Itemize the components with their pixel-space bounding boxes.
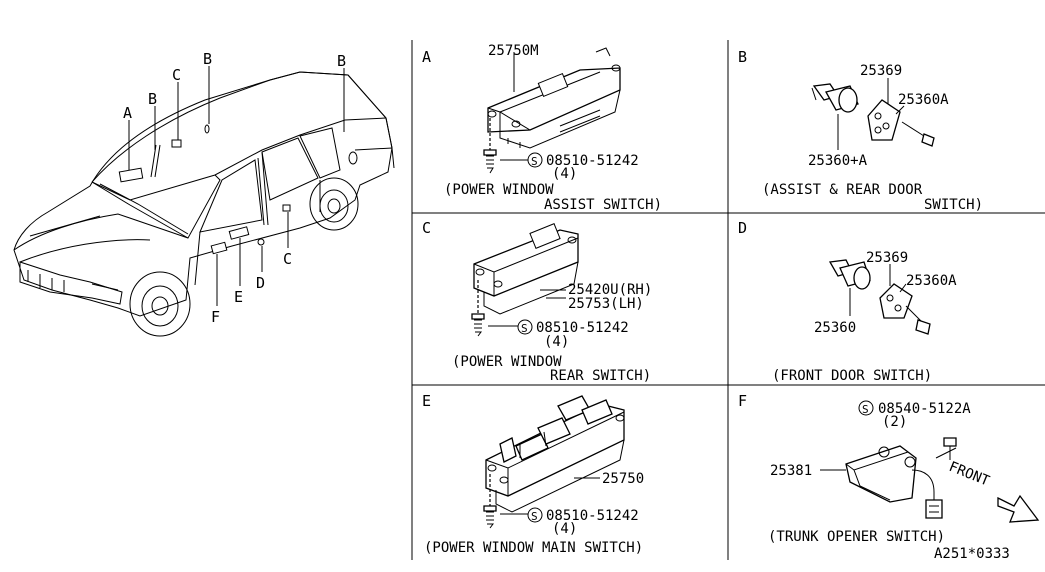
callout-b-right: B — [337, 52, 346, 70]
callout-a: A — [123, 104, 132, 122]
callout-f: F — [211, 308, 220, 326]
part-number-25360a-b: 25360A — [898, 92, 949, 108]
part-number-25753: 25753(LH) — [568, 296, 644, 312]
panel-letter-c: C — [422, 219, 431, 237]
screw-part-f: 08540-5122A — [878, 401, 971, 417]
part-number-25369-d: 25369 — [866, 250, 908, 266]
diagram-code: A251*0333 — [934, 546, 1010, 562]
callout-d: D — [256, 274, 265, 292]
panel-letter-e: E — [422, 392, 431, 410]
screw-qty-f: (2) — [882, 414, 907, 430]
panel-letter-d: D — [738, 219, 747, 237]
screw-qty-c: (4) — [544, 334, 569, 350]
panel-letter-f: F — [738, 392, 747, 410]
caption-b-line1: (ASSIST & REAR DOOR — [762, 182, 923, 198]
caption-e: (POWER WINDOW MAIN SWITCH) — [424, 540, 643, 556]
part-number-25420u: 25420U(RH) — [568, 282, 652, 298]
panel-e: E 25750 S 08510-51242 (4) (POWER WINDOW … — [422, 392, 644, 556]
part-number-25360-d: 25360 — [814, 320, 856, 336]
callout-b-top: B — [203, 50, 212, 68]
panel-b: B 25369 25360A 25360+A (ASSIST & REAR DO… — [738, 48, 983, 213]
callout-c-side: C — [283, 250, 292, 268]
caption-a-line1: (POWER WINDOW — [444, 182, 554, 198]
panel-f: F S 08540-5122A (2) 25381 FRONT (TRUNK O… — [738, 392, 1040, 562]
car-illustration: A B B C C D E F B — [13, 50, 395, 337]
s-symbol-e: S — [531, 510, 538, 523]
callout-e: E — [234, 288, 243, 306]
part-number-25369-b: 25369 — [860, 63, 902, 79]
caption-c-line2: REAR SWITCH) — [550, 368, 651, 384]
screw-qty-a: (4) — [552, 166, 577, 182]
screw-part-a: 08510-51242 — [546, 153, 639, 169]
caption-c-line1: (POWER WINDOW — [452, 354, 562, 370]
caption-a-line2: ASSIST SWITCH) — [544, 197, 662, 213]
front-label: FRONT — [947, 459, 993, 490]
part-number-25381: 25381 — [770, 463, 812, 479]
part-number-25750m: 25750M — [488, 43, 539, 59]
panel-letter-b: B — [738, 48, 747, 66]
s-symbol-f: S — [862, 403, 869, 416]
part-number-25360a-d: 25360A — [906, 273, 957, 289]
screw-part-e: 08510-51242 — [546, 508, 639, 524]
caption-f: (TRUNK OPENER SWITCH) — [768, 529, 945, 545]
screw-qty-e: (4) — [552, 521, 577, 537]
part-number-25360plusa: 25360+A — [808, 153, 868, 169]
screw-part-c: 08510-51242 — [536, 320, 629, 336]
part-number-25750: 25750 — [602, 471, 644, 487]
callout-c-top: C — [172, 66, 181, 84]
panel-c: C 25420U(RH) 25753(LH) S 08510-51242 (4)… — [422, 219, 652, 384]
front-arrow-icon — [997, 494, 1040, 523]
s-symbol-c: S — [521, 322, 528, 335]
s-symbol-a: S — [531, 155, 538, 168]
panel-d: D 25369 25360A 25360 (FRONT DOOR SWITCH) — [738, 219, 957, 384]
caption-d: (FRONT DOOR SWITCH) — [772, 368, 932, 384]
callout-b-left: B — [148, 90, 157, 108]
grid-lines — [411, 40, 1045, 560]
panel-letter-a: A — [422, 48, 431, 66]
panel-a: A 25750M S 08510-51242 (4) (POWER WINDOW… — [422, 43, 662, 213]
caption-b-line2: SWITCH) — [924, 197, 983, 213]
